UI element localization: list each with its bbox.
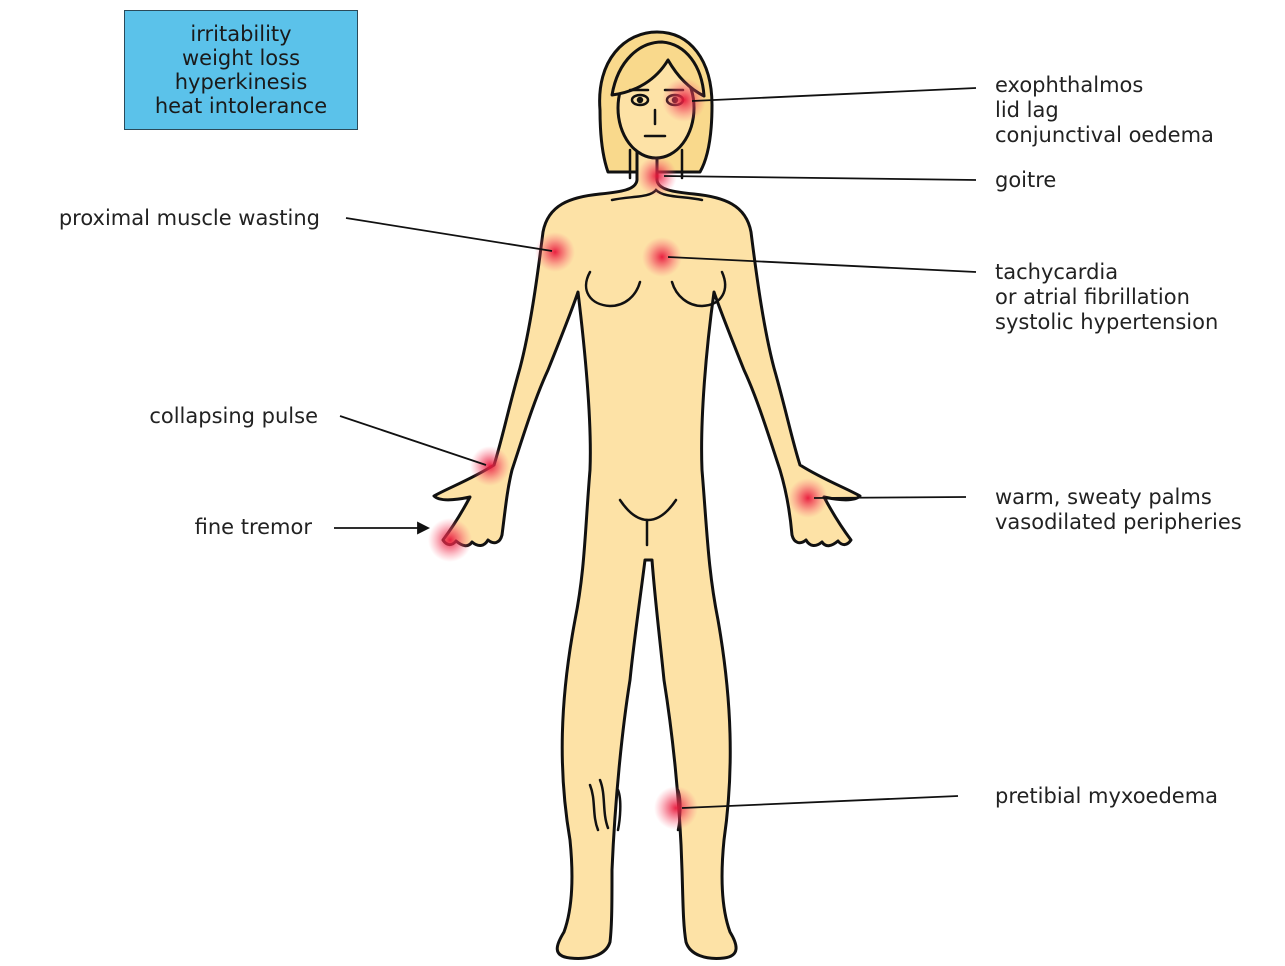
label-line: lid lag	[995, 98, 1214, 123]
highlight-shoulder	[535, 232, 575, 272]
label-shoulder: proximal muscle wasting	[8, 206, 320, 231]
label-wrist: collapsing pulse	[60, 404, 318, 429]
leader-wrist	[340, 416, 486, 465]
label-line: exophthalmos	[995, 73, 1214, 98]
label-line: tachycardia	[995, 260, 1218, 285]
label-hand: fine tremor	[60, 515, 312, 540]
leader-palms	[814, 497, 966, 498]
summary-line: irritability	[190, 22, 291, 46]
label-eyes: exophthalmos lid lag conjunctival oedema	[995, 73, 1214, 148]
label-line: conjunctival oedema	[995, 123, 1214, 148]
leader-eyes	[692, 88, 976, 101]
label-line: proximal muscle wasting	[8, 206, 320, 231]
label-line: pretibial myxoedema	[995, 784, 1218, 809]
label-line: or atrial fibrillation	[995, 285, 1218, 310]
label-line: collapsing pulse	[60, 404, 318, 429]
highlight-hand	[428, 518, 472, 562]
arrowhead-tremor	[418, 523, 428, 533]
leader-shoulder	[346, 218, 552, 251]
summary-line: weight loss	[182, 46, 300, 70]
label-line: systolic hypertension	[995, 310, 1218, 335]
leader-goitre	[664, 176, 976, 180]
summary-line: heat intolerance	[155, 94, 327, 118]
label-line: warm, sweaty palms	[995, 485, 1242, 510]
highlight-wrist	[470, 446, 510, 486]
label-heart: tachycardia or atrial fibrillation systo…	[995, 260, 1218, 335]
torso-and-limbs	[434, 150, 860, 958]
label-line: goitre	[995, 168, 1056, 193]
symptom-summary-box: irritability weight loss hyperkinesis he…	[124, 10, 358, 130]
summary-line: hyperkinesis	[175, 70, 308, 94]
label-shin: pretibial myxoedema	[995, 784, 1218, 809]
label-line: vasodilated peripheries	[995, 510, 1242, 535]
label-palms: warm, sweaty palms vasodilated peripheri…	[995, 485, 1242, 535]
label-neck: goitre	[995, 168, 1056, 193]
label-line: fine tremor	[60, 515, 312, 540]
